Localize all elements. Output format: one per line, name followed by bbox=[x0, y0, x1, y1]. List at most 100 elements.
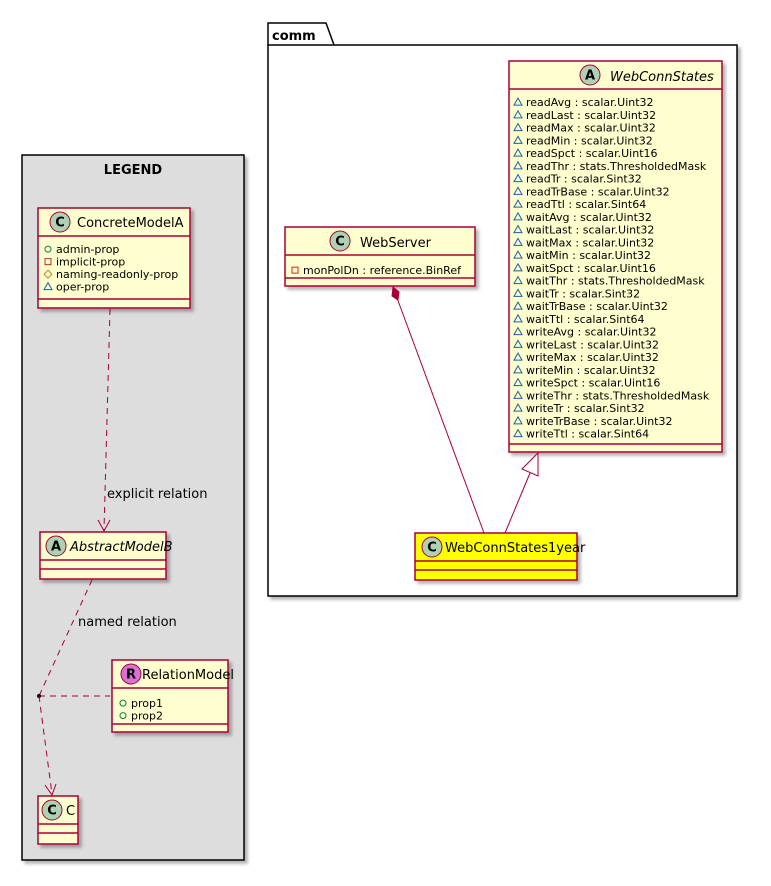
attribute-row: prop1 bbox=[131, 697, 163, 710]
legend-title: LEGEND bbox=[104, 163, 163, 178]
package-visibility-icon bbox=[513, 390, 523, 399]
relation-badge-icon: R bbox=[126, 668, 136, 683]
attribute-row: readSpct : scalar.Uint16 bbox=[526, 147, 658, 160]
attribute-list: monPolDn : reference.BinRef bbox=[291, 264, 462, 277]
attribute-row: writeTrBase : scalar.Uint32 bbox=[526, 415, 672, 428]
package-visibility-icon bbox=[513, 339, 523, 348]
package-visibility-icon bbox=[513, 275, 523, 285]
attribute-row: writeTtl : scalar.Sint64 bbox=[526, 428, 649, 441]
class-name: ConcreteModelA bbox=[77, 216, 184, 231]
attribute-row: writeAvg : scalar.Uint32 bbox=[526, 326, 656, 339]
attribute-row: waitTr : scalar.Sint32 bbox=[526, 287, 640, 300]
class-badge-icon: C bbox=[335, 235, 345, 250]
attribute-row: admin-prop bbox=[56, 243, 119, 256]
package-visibility-icon bbox=[513, 160, 523, 170]
public-visibility-icon bbox=[119, 712, 127, 720]
attribute-row: readLast : scalar.Uint32 bbox=[526, 109, 656, 122]
public-visibility-icon bbox=[44, 245, 52, 253]
package-visibility-icon bbox=[513, 364, 523, 374]
attribute-row: readTrBase : scalar.Uint32 bbox=[526, 185, 670, 198]
class-badge-icon: C bbox=[427, 541, 437, 556]
class-name: WebConnStates1year bbox=[445, 541, 586, 556]
explicit-relation-label: explicit relation bbox=[107, 487, 207, 502]
class-name: WebServer bbox=[360, 236, 432, 251]
attribute-row: prop2 bbox=[131, 710, 163, 723]
package-visibility-icon bbox=[513, 262, 523, 272]
attribute-row: readThr : stats.ThresholdedMask bbox=[526, 160, 707, 173]
attribute-row: waitLast : scalar.Uint32 bbox=[526, 224, 654, 237]
package-visibility-icon bbox=[513, 224, 523, 234]
composition-relation bbox=[391, 286, 485, 534]
package-visibility-icon bbox=[513, 415, 523, 425]
class-abstract-model-b[interactable]: A AbstractModelB bbox=[39, 531, 173, 580]
public-visibility-icon bbox=[119, 699, 127, 707]
package-name: comm bbox=[272, 29, 316, 44]
package-visibility-icon bbox=[43, 281, 53, 291]
attribute-list: admin-propimplicit-propnaming-readonly-p… bbox=[43, 243, 178, 294]
package-visibility-icon bbox=[513, 237, 523, 246]
package-visibility-icon bbox=[513, 313, 523, 323]
attribute-row: waitMax : scalar.Uint32 bbox=[526, 236, 654, 249]
protected-visibility-icon bbox=[43, 269, 53, 279]
attribute-row: waitThr : stats.ThresholdedMask bbox=[526, 275, 705, 288]
package-visibility-icon bbox=[513, 403, 523, 412]
package-visibility-icon bbox=[513, 377, 523, 387]
class-webconnstates1year[interactable]: C WebConnStates1year bbox=[414, 532, 586, 581]
attribute-row: waitMin : scalar.Uint32 bbox=[526, 249, 651, 262]
package-visibility-icon bbox=[513, 250, 523, 259]
package-visibility-icon bbox=[513, 326, 523, 336]
private-visibility-icon bbox=[44, 258, 52, 266]
explicit-relation-arrow bbox=[97, 308, 111, 533]
package-visibility-icon bbox=[513, 97, 523, 106]
attribute-row: writeTr : scalar.Sint32 bbox=[526, 402, 645, 415]
class-name: AbstractModelB bbox=[69, 540, 173, 555]
attribute-row: writeLast : scalar.Uint32 bbox=[526, 338, 659, 351]
abstract-badge-icon: A bbox=[585, 69, 595, 84]
package-visibility-icon bbox=[513, 186, 523, 195]
attribute-row: readMin : scalar.Uint32 bbox=[526, 134, 653, 147]
package-visibility-icon bbox=[513, 301, 523, 310]
attribute-row: waitTrBase : scalar.Uint32 bbox=[526, 300, 668, 313]
package-visibility-icon bbox=[513, 288, 523, 297]
attribute-row: naming-readonly-prop bbox=[56, 268, 178, 281]
inheritance-relation bbox=[504, 451, 539, 534]
class-webserver[interactable]: C WebServer monPolDn : reference.BinRef bbox=[284, 226, 476, 287]
attribute-row: writeMax : scalar.Uint32 bbox=[526, 351, 659, 364]
class-webconnstates[interactable]: A WebConnStates readAvg : scalar.Uint32r… bbox=[508, 60, 723, 453]
attribute-row: implicit-prop bbox=[56, 256, 125, 269]
attribute-row: monPolDn : reference.BinRef bbox=[303, 264, 462, 277]
package-visibility-icon bbox=[513, 122, 523, 132]
package-visibility-icon bbox=[513, 428, 523, 438]
class-name: WebConnStates bbox=[610, 70, 714, 85]
class-badge-icon: C bbox=[55, 216, 65, 231]
private-visibility-icon bbox=[291, 266, 299, 274]
attribute-row: readAvg : scalar.Uint32 bbox=[526, 96, 654, 109]
attribute-row: oper-prop bbox=[56, 281, 109, 294]
package-visibility-icon bbox=[513, 173, 523, 183]
attribute-row: readTr : scalar.Sint32 bbox=[526, 173, 642, 186]
attribute-row: readMax : scalar.Uint32 bbox=[526, 122, 656, 135]
named-relation-label: named relation bbox=[78, 615, 177, 630]
named-relation-line bbox=[37, 579, 110, 797]
class-name: C bbox=[66, 804, 75, 819]
attribute-row: readTtl : scalar.Sint64 bbox=[526, 198, 646, 211]
package-visibility-icon bbox=[513, 148, 523, 157]
abstract-badge-icon: A bbox=[51, 540, 61, 555]
package-visibility-icon bbox=[513, 352, 523, 361]
package-visibility-icon bbox=[513, 199, 523, 208]
attribute-row: waitTtl : scalar.Sint64 bbox=[526, 313, 645, 326]
package-visibility-icon bbox=[513, 135, 523, 144]
attribute-row: writeSpct : scalar.Uint16 bbox=[526, 377, 660, 390]
attribute-row: writeThr : stats.ThresholdedMask bbox=[526, 389, 710, 402]
class-c[interactable]: C C bbox=[37, 795, 79, 845]
class-name: RelationModel bbox=[142, 668, 234, 683]
package-visibility-icon bbox=[513, 211, 523, 221]
attribute-row: waitSpct : scalar.Uint16 bbox=[526, 262, 656, 275]
package-visibility-icon bbox=[513, 109, 523, 119]
class-concrete-model-a[interactable]: C ConcreteModelA admin-propimplicit-prop… bbox=[37, 207, 191, 309]
attribute-row: waitAvg : scalar.Uint32 bbox=[526, 211, 652, 224]
attribute-row: writeMin : scalar.Uint32 bbox=[526, 364, 656, 377]
